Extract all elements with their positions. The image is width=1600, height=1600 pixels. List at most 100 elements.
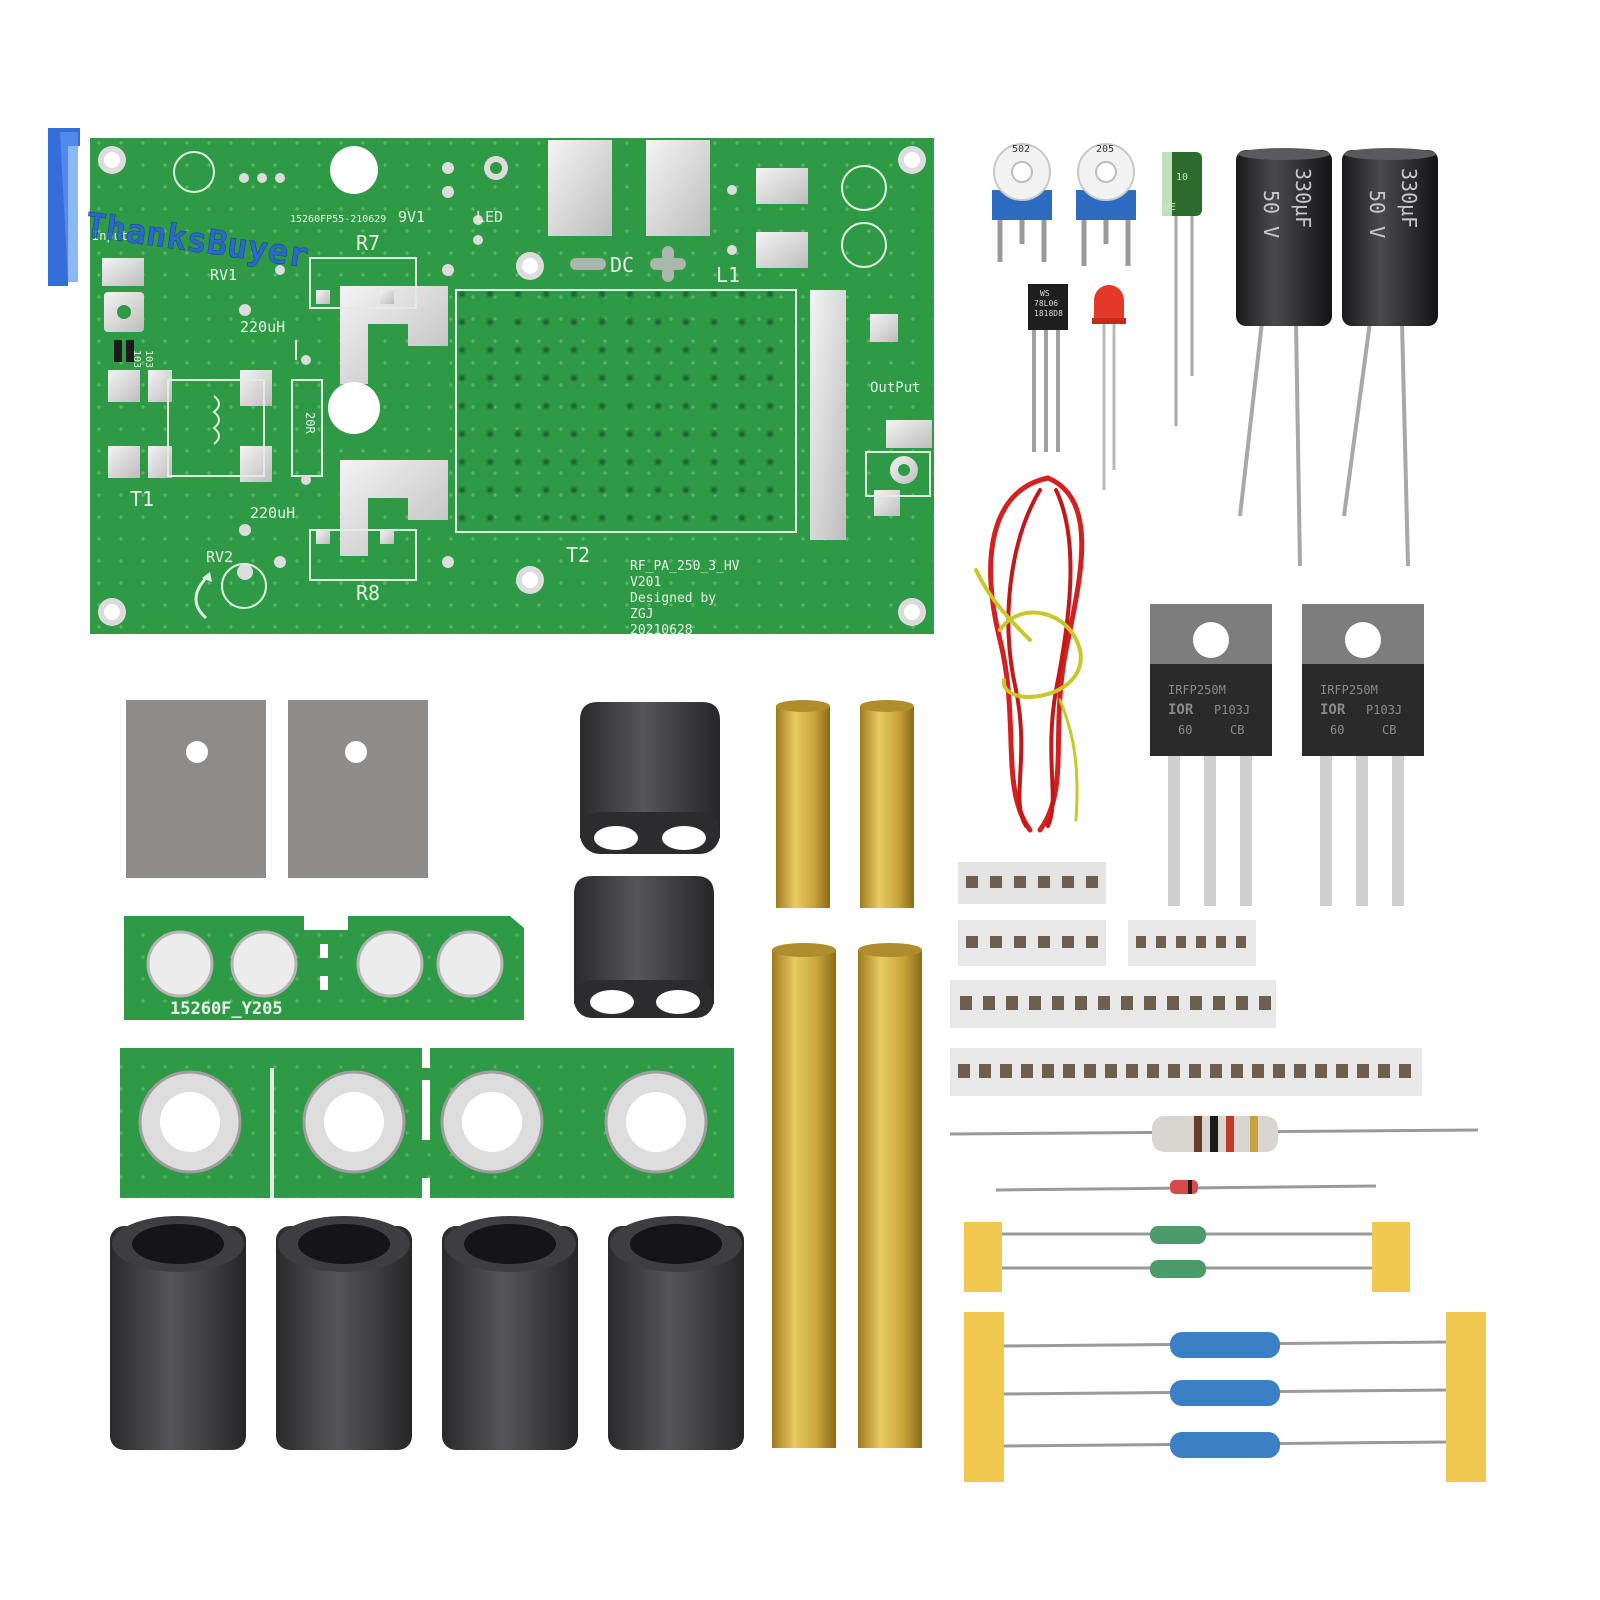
smd-chip	[958, 1064, 970, 1078]
small-board-label: 15260F_Y205	[170, 999, 283, 1019]
l1-label: L1	[716, 263, 740, 287]
large-pcb	[120, 1048, 734, 1198]
rv2-label: RV2	[206, 548, 233, 566]
mosfet1-part: IRFP250M	[1168, 683, 1226, 697]
mosfets	[1150, 604, 1424, 906]
mosfet1-code: P103J	[1214, 703, 1250, 717]
smd-chip	[1000, 1064, 1012, 1078]
smd-chip	[1062, 936, 1074, 948]
mosfet2-code: P103J	[1366, 703, 1402, 717]
thermal-pads	[126, 700, 428, 878]
output-label: OutPut	[870, 380, 921, 396]
smd-chip	[983, 996, 995, 1010]
smd-chip	[979, 1064, 991, 1078]
board-info-designed: Designed by	[630, 591, 716, 606]
t1-label: T1	[130, 487, 154, 511]
mosfet1-l3a: 60	[1178, 723, 1192, 737]
smd-chip	[1006, 996, 1018, 1010]
ferrite-sleeves	[110, 1216, 744, 1450]
input-label: Input	[92, 229, 128, 243]
cap2-value: 330µF	[1397, 168, 1421, 228]
smd-chip	[1086, 936, 1098, 948]
smd-tape-strips	[950, 862, 1422, 1096]
smd-chip	[1021, 1064, 1033, 1078]
small-cap-line1: 10	[1176, 172, 1188, 183]
220uh-bottom-label: 220uH	[250, 504, 295, 522]
trimmer-code-2: 205	[1096, 144, 1114, 155]
red-led	[1092, 285, 1126, 490]
regulator-text: WS 78L06 1818D8	[1034, 289, 1063, 318]
cap1-voltage: 50 V	[1259, 190, 1283, 238]
smd-chip	[1210, 1064, 1222, 1078]
smd-chip	[1144, 996, 1156, 1010]
smd-chip	[966, 936, 978, 948]
smd-chip	[1294, 1064, 1306, 1078]
small-electrolytic-cap	[1162, 152, 1202, 426]
smd-chip	[1063, 1064, 1075, 1078]
mosfet1-brand: IOR	[1168, 702, 1194, 718]
20r-label: 20R	[303, 412, 317, 434]
wire-bundle	[974, 475, 1085, 833]
smd-chip	[1062, 876, 1074, 888]
smd-chip	[1273, 1064, 1285, 1078]
trimmer-code-1: 502	[1012, 144, 1030, 155]
smd-chip	[1052, 996, 1064, 1010]
mosfet2-l3a: 60	[1330, 723, 1344, 737]
r103-b-label: 103	[131, 350, 142, 368]
smd-chip	[1098, 996, 1110, 1010]
smd-chip	[1176, 936, 1186, 948]
smd-chip	[1236, 996, 1248, 1010]
board-info-author: ZGJ	[630, 607, 653, 622]
smd-chip	[1213, 996, 1225, 1010]
board-info-version: V201	[630, 575, 661, 590]
smd-chip	[1156, 936, 1166, 948]
smd-chip	[1231, 1064, 1243, 1078]
mosfet1-l3b: CB	[1230, 723, 1244, 737]
cap1-value: 330µF	[1291, 168, 1315, 228]
big-capacitors	[1236, 148, 1438, 567]
rv1-label: RV1	[210, 266, 237, 284]
trimmer-potentiometers	[992, 143, 1136, 266]
smd-chip	[1252, 1064, 1264, 1078]
220uh-top-label: 220uH	[240, 318, 285, 336]
smd-chip	[1196, 936, 1206, 948]
smd-chip	[990, 876, 1002, 888]
smd-chip	[1105, 1064, 1117, 1078]
smd-chip	[1136, 936, 1146, 948]
smd-chip	[1167, 996, 1179, 1010]
smd-chip	[1336, 1064, 1348, 1078]
regulator-line2: 78L06	[1034, 299, 1058, 308]
smd-chip	[1147, 1064, 1159, 1078]
main-board-silkscreen: 15260FP55-210629 RV1 RV2 R7 R8 9V1 LED D…	[92, 208, 921, 638]
small-pcb	[124, 906, 524, 1020]
smd-chip	[1086, 876, 1098, 888]
smd-chip	[960, 996, 972, 1010]
regulator-line3: 1818D8	[1034, 309, 1063, 318]
smd-chip	[1315, 1064, 1327, 1078]
mosfet-text: IRFP250M IOR P103J 60 CB IRFP250M IOR P1…	[1168, 683, 1402, 737]
r7-label: R7	[356, 231, 380, 255]
binocular-ferrite-cores	[574, 702, 720, 1018]
smd-chip	[1038, 876, 1050, 888]
9v1-label: 9V1	[398, 208, 425, 226]
brass-tubes	[772, 700, 922, 1448]
mosfet2-brand: IOR	[1320, 702, 1346, 718]
smd-chip	[1075, 996, 1087, 1010]
smd-chip	[990, 936, 1002, 948]
mosfet2-l3b: CB	[1382, 723, 1396, 737]
trimmer-codes: 502 205	[1012, 144, 1114, 155]
big-cap-text: 330µF 50 V 330µF 50 V	[1259, 168, 1421, 238]
smd-chip	[1042, 1064, 1054, 1078]
smd-chip	[966, 876, 978, 888]
smd-chip	[1084, 1064, 1096, 1078]
cap2-voltage: 50 V	[1365, 190, 1389, 238]
smd-chip	[1378, 1064, 1390, 1078]
smd-chip	[1190, 996, 1202, 1010]
smd-chip	[1168, 1064, 1180, 1078]
smd-chip	[1236, 936, 1246, 948]
dc-label: DC	[610, 253, 634, 277]
smd-chip	[1014, 936, 1026, 948]
smd-chip	[1399, 1064, 1411, 1078]
small-cap-line2: VE	[1164, 202, 1176, 213]
